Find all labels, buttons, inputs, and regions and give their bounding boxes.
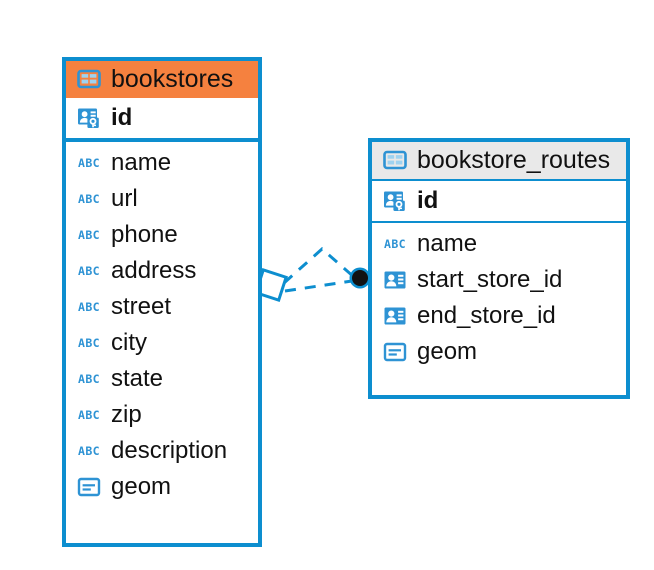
text-type-icon: ABC xyxy=(76,330,102,356)
field-label: name xyxy=(111,148,172,176)
field-row-end-store-id[interactable]: end_store_id xyxy=(372,298,626,334)
svg-text:ABC: ABC xyxy=(78,408,100,422)
relationship-line-start-store xyxy=(282,246,355,285)
field-list-bookstore-routes: ABC name start_store_id xyxy=(372,223,626,374)
svg-text:ABC: ABC xyxy=(78,192,100,206)
geometry-type-icon xyxy=(76,474,102,500)
field-row-state[interactable]: ABC state xyxy=(66,361,258,397)
entity-title: bookstores xyxy=(111,65,234,93)
field-label: description xyxy=(111,436,228,464)
field-label: start_store_id xyxy=(417,265,563,293)
primary-key-icon xyxy=(382,188,408,214)
primary-key-icon xyxy=(76,105,102,131)
entity-bookstore-routes[interactable]: bookstore_routes id xyxy=(368,138,630,399)
field-row-geom[interactable]: geom xyxy=(372,334,626,370)
primary-key-divider xyxy=(66,138,258,142)
field-row-start-store-id[interactable]: start_store_id xyxy=(372,262,626,298)
svg-text:ABC: ABC xyxy=(78,156,100,170)
svg-text:ABC: ABC xyxy=(78,264,100,278)
svg-text:ABC: ABC xyxy=(78,300,100,314)
field-label: name xyxy=(417,229,478,257)
text-type-icon: ABC xyxy=(76,438,102,464)
field-row-street[interactable]: ABC street xyxy=(66,289,258,325)
field-row-name[interactable]: ABC name xyxy=(66,145,258,181)
foreign-key-icon xyxy=(382,303,408,329)
relationship-line-end-store xyxy=(284,279,353,293)
field-list-bookstores: ABC name ABC url ABC phone ABC xyxy=(66,142,258,509)
field-label: id xyxy=(111,103,133,131)
field-label: geom xyxy=(111,472,172,500)
table-icon xyxy=(76,66,102,92)
field-row-zip[interactable]: ABC zip xyxy=(66,397,258,433)
field-row-primary-key[interactable]: id xyxy=(66,98,258,138)
field-row-description[interactable]: ABC description xyxy=(66,433,258,469)
field-label: phone xyxy=(111,220,178,248)
entity-header-bookstore-routes[interactable]: bookstore_routes xyxy=(372,142,626,179)
field-label: state xyxy=(111,364,164,392)
text-type-icon: ABC xyxy=(76,366,102,392)
field-row-primary-key[interactable]: id xyxy=(372,181,626,221)
text-type-icon: ABC xyxy=(76,150,102,176)
field-row-phone[interactable]: ABC phone xyxy=(66,217,258,253)
entity-header-bookstores[interactable]: bookstores xyxy=(66,61,258,98)
svg-text:ABC: ABC xyxy=(78,228,100,242)
field-label: city xyxy=(111,328,147,356)
svg-text:ABC: ABC xyxy=(384,237,406,251)
field-label: street xyxy=(111,292,172,320)
field-label: address xyxy=(111,256,197,284)
text-type-icon: ABC xyxy=(76,294,102,320)
text-type-icon: ABC xyxy=(382,231,408,257)
field-row-address[interactable]: ABC address xyxy=(66,253,258,289)
text-type-icon: ABC xyxy=(76,222,102,248)
entity-bookstores[interactable]: bookstores id xyxy=(62,57,262,547)
svg-text:ABC: ABC xyxy=(78,336,100,350)
text-type-icon: ABC xyxy=(76,186,102,212)
entity-title: bookstore_routes xyxy=(417,146,611,174)
svg-text:ABC: ABC xyxy=(78,444,100,458)
svg-text:ABC: ABC xyxy=(78,372,100,386)
primary-key-divider xyxy=(372,221,626,223)
text-type-icon: ABC xyxy=(76,402,102,428)
header-divider xyxy=(372,179,626,181)
field-row-url[interactable]: ABC url xyxy=(66,181,258,217)
foreign-key-icon xyxy=(382,267,408,293)
field-row-city[interactable]: ABC city xyxy=(66,325,258,361)
field-label: zip xyxy=(111,400,142,428)
field-row-geom[interactable]: geom xyxy=(66,469,258,505)
text-type-icon: ABC xyxy=(76,258,102,284)
field-label: end_store_id xyxy=(417,301,556,329)
field-label: id xyxy=(417,186,439,214)
table-icon xyxy=(382,147,408,173)
field-row-name[interactable]: ABC name xyxy=(372,226,626,262)
geometry-type-icon xyxy=(382,339,408,365)
field-label: geom xyxy=(417,337,478,365)
field-label: url xyxy=(111,184,138,212)
